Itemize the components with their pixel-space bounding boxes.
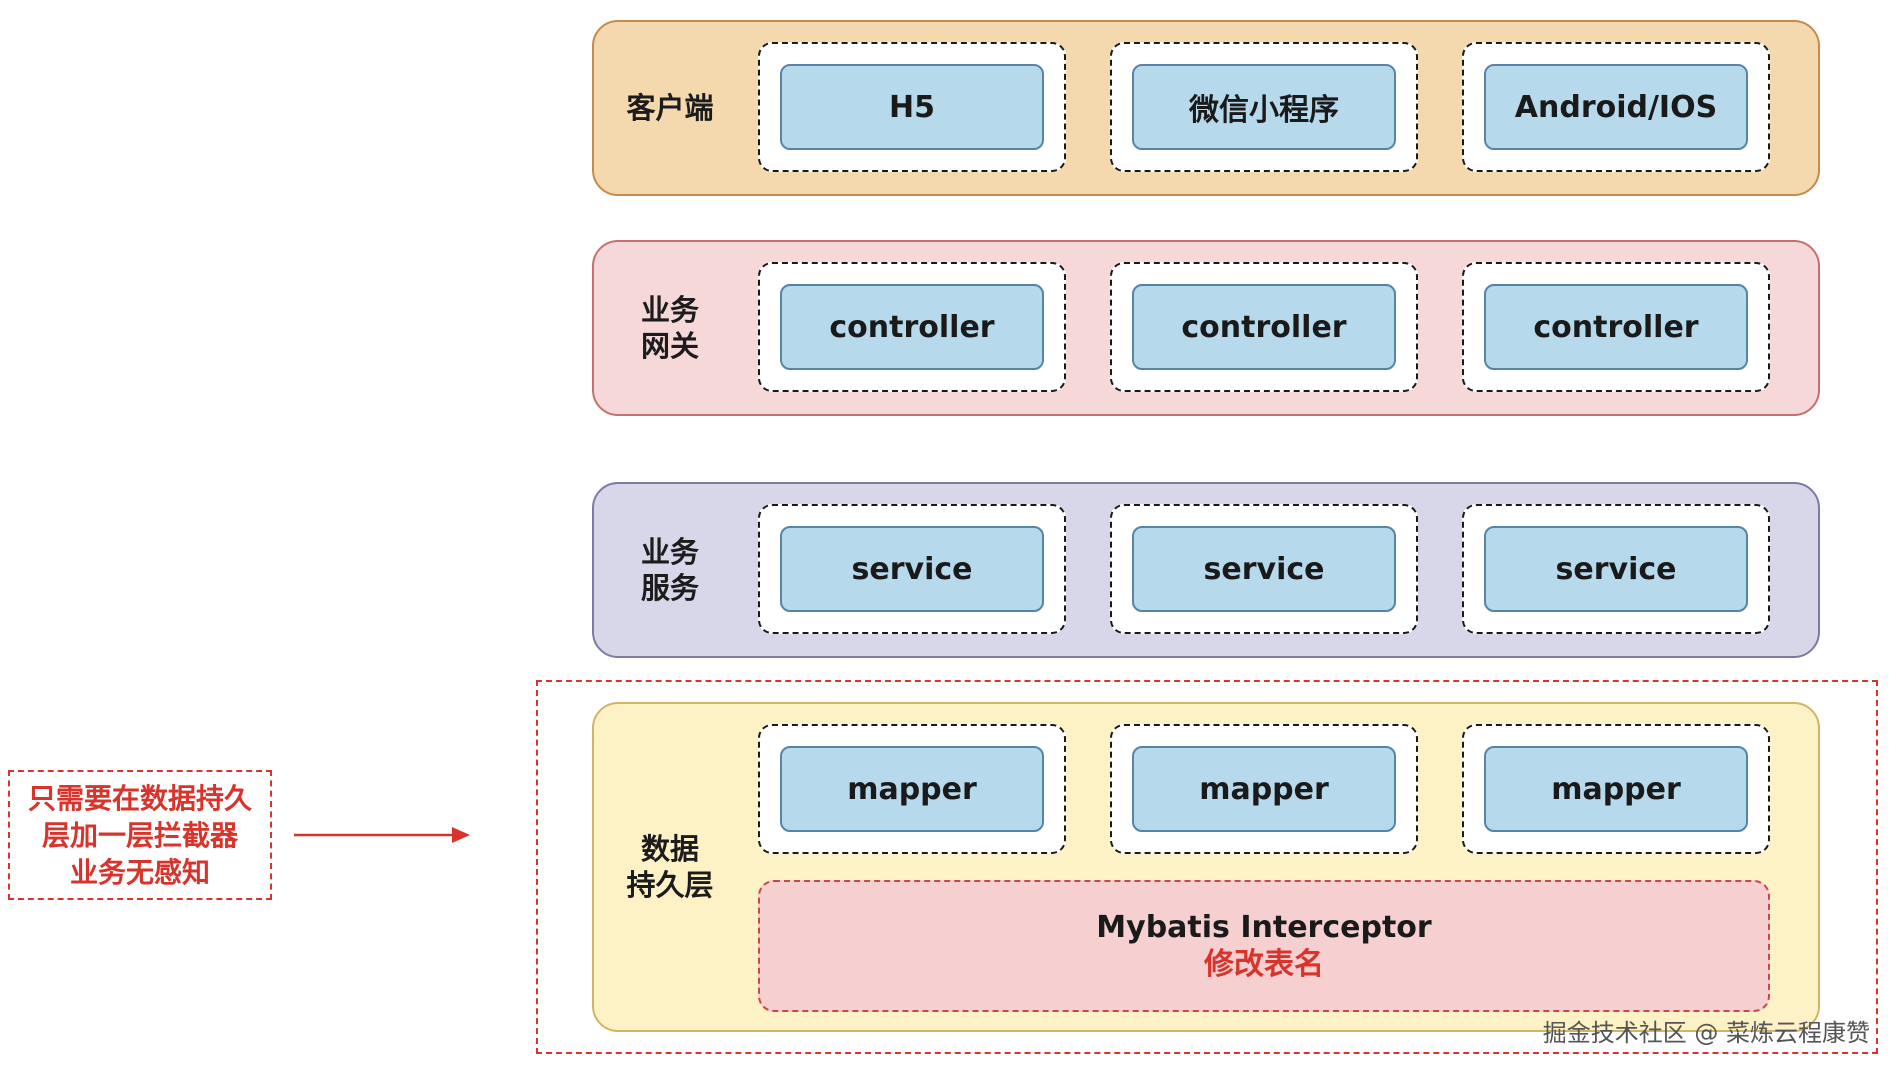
gateway-layer: 业务 网关 controller controller controller (592, 240, 1820, 416)
service-module-2: service (1132, 526, 1396, 612)
data-module-mapper-3: mapper (1484, 746, 1748, 832)
data-module-mapper-1: mapper (780, 746, 1044, 832)
client-module-android-ios: Android/IOS (1484, 64, 1748, 150)
service-layer: 业务 服务 service service service (592, 482, 1820, 658)
interceptor-action: 修改表名 (1204, 947, 1324, 982)
service-slot-3: service (1462, 504, 1770, 634)
client-layer-label: 客户端 (626, 91, 714, 125)
service-module-1: service (780, 526, 1044, 612)
client-slot-2: 微信小程序 (1110, 42, 1418, 172)
client-slot-1: H5 (758, 42, 1066, 172)
gateway-module-controller-3: controller (1484, 284, 1748, 370)
gateway-slot-1: controller (758, 262, 1066, 392)
gateway-module-controller-2: controller (1132, 284, 1396, 370)
service-layer-label: 业务 服务 (640, 535, 699, 605)
data-layer-highlight (536, 680, 1878, 1054)
data-layer-label: 数据 持久层 (626, 832, 714, 902)
annotation-note: 只需要在数据持久 层加一层拦截器 业务无感知 (8, 770, 272, 900)
service-module-3: service (1484, 526, 1748, 612)
service-slot-1: service (758, 504, 1066, 634)
gateway-module-controller-1: controller (780, 284, 1044, 370)
data-slot-1: mapper (758, 724, 1066, 854)
data-slot-2: mapper (1110, 724, 1418, 854)
gateway-layer-label: 业务 网关 (640, 293, 699, 363)
data-module-mapper-2: mapper (1132, 746, 1396, 832)
gateway-slot-2: controller (1110, 262, 1418, 392)
footer-credit: 掘金技术社区 @ 菜炼云程康赞 (1542, 1019, 1870, 1047)
service-slot-2: service (1110, 504, 1418, 634)
client-module-wechat: 微信小程序 (1132, 64, 1396, 150)
client-module-h5: H5 (780, 64, 1044, 150)
client-slot-3: Android/IOS (1462, 42, 1770, 172)
interceptor-name: Mybatis Interceptor (1096, 910, 1432, 945)
arrow-right-icon (294, 827, 470, 843)
data-slot-3: mapper (1462, 724, 1770, 854)
mybatis-interceptor: Mybatis Interceptor 修改表名 (758, 880, 1770, 1012)
gateway-slot-3: controller (1462, 262, 1770, 392)
data-layer: 数据 持久层 mapper mapper mapper Mybatis Inte… (592, 702, 1820, 1032)
client-layer: 客户端 H5 微信小程序 Android/IOS (592, 20, 1820, 196)
